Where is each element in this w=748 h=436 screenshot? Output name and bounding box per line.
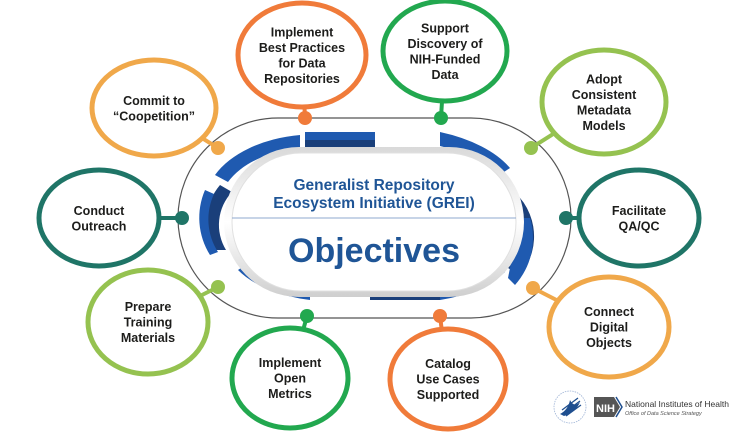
objective-label-line: Implement [271, 25, 334, 39]
objective-label-line: Training [124, 316, 173, 330]
arc-segment-left-outer [199, 190, 218, 255]
objective-label-line: QA/QC [619, 219, 660, 233]
objective-label-line: Use Cases [416, 373, 479, 387]
objective-label-line: Consistent [572, 88, 637, 102]
connector-dot [298, 111, 312, 125]
connector-dot [434, 111, 448, 125]
connector-dot [559, 211, 573, 225]
objective-label-line: Metrics [268, 387, 312, 401]
connector-dot [300, 309, 314, 323]
objective-label-line: Outreach [72, 219, 127, 233]
objective-circle [229, 325, 351, 431]
objective-label-line: Implement [259, 356, 322, 370]
connector-dot [175, 211, 189, 225]
center-subtitle-line1: Generalist Repository [293, 177, 454, 194]
connector-dot [211, 141, 225, 155]
objective-circle [387, 326, 509, 432]
objective-label-line: Best Practices [259, 41, 345, 55]
nih-abbr: NIH [596, 403, 615, 415]
nih-badge: NIH [594, 396, 623, 418]
arc-segment-right-outer [508, 218, 533, 285]
objective-circle [576, 167, 702, 269]
arc-segment-top-left [215, 135, 300, 182]
nih-name: National Institutes of Health [625, 399, 729, 409]
objective-label-line: NIH-Funded [410, 52, 481, 66]
objective-circle [36, 167, 162, 269]
objective-circle [546, 274, 672, 380]
objective-label-line: Data [431, 68, 459, 82]
objective-label-line: Open [274, 372, 306, 386]
objective-label-line: Prepare [125, 300, 172, 314]
objective-label-line: Adopt [586, 72, 623, 86]
objective-circle [89, 57, 219, 159]
center-subtitle-line2: Ecosystem Initiative (GREI) [273, 195, 475, 212]
objective-label-line: Materials [121, 331, 175, 345]
objective-label-line: Connect [584, 305, 635, 319]
objective-label-line: Objects [586, 336, 632, 350]
objective-label-line: Models [582, 119, 625, 133]
objective-circle [380, 0, 510, 104]
objective-label-line: Conduct [74, 204, 126, 218]
objective-label-line: Digital [590, 321, 628, 335]
objective-label-line: Facilitate [612, 204, 666, 218]
center-title: Objectives [288, 232, 460, 270]
objective-label-line: Supported [417, 388, 480, 402]
arc-segment-left [205, 185, 232, 250]
nih-office: Office of Data Science Strategy [625, 411, 703, 417]
nih-logo: NIH National Institutes of Health Office… [553, 390, 729, 424]
objective-label-line: Support [421, 21, 470, 35]
objective-label-line: Catalog [425, 357, 471, 371]
connector-dot [526, 281, 540, 295]
objective-label-line: for Data [278, 56, 326, 70]
objective-label-line: “Coopetition” [113, 109, 195, 123]
objective-label-line: Metadata [577, 103, 632, 117]
objective-circle [85, 267, 211, 377]
connector-dot [211, 280, 225, 294]
objective-label-line: Commit to [123, 94, 185, 108]
objective-circle [539, 47, 669, 157]
hhs-eagle-icon [553, 390, 587, 424]
objective-label-line: Discovery of [407, 37, 483, 51]
center-pill [231, 152, 517, 292]
arc-segment-top-bar [305, 132, 375, 140]
connector-dot [433, 309, 447, 323]
objective-circle [235, 0, 369, 110]
connector-dot [524, 141, 538, 155]
objective-label-line: Repositories [264, 72, 340, 86]
objective-coopetition: Commit to“Coopetition” [89, 57, 225, 159]
